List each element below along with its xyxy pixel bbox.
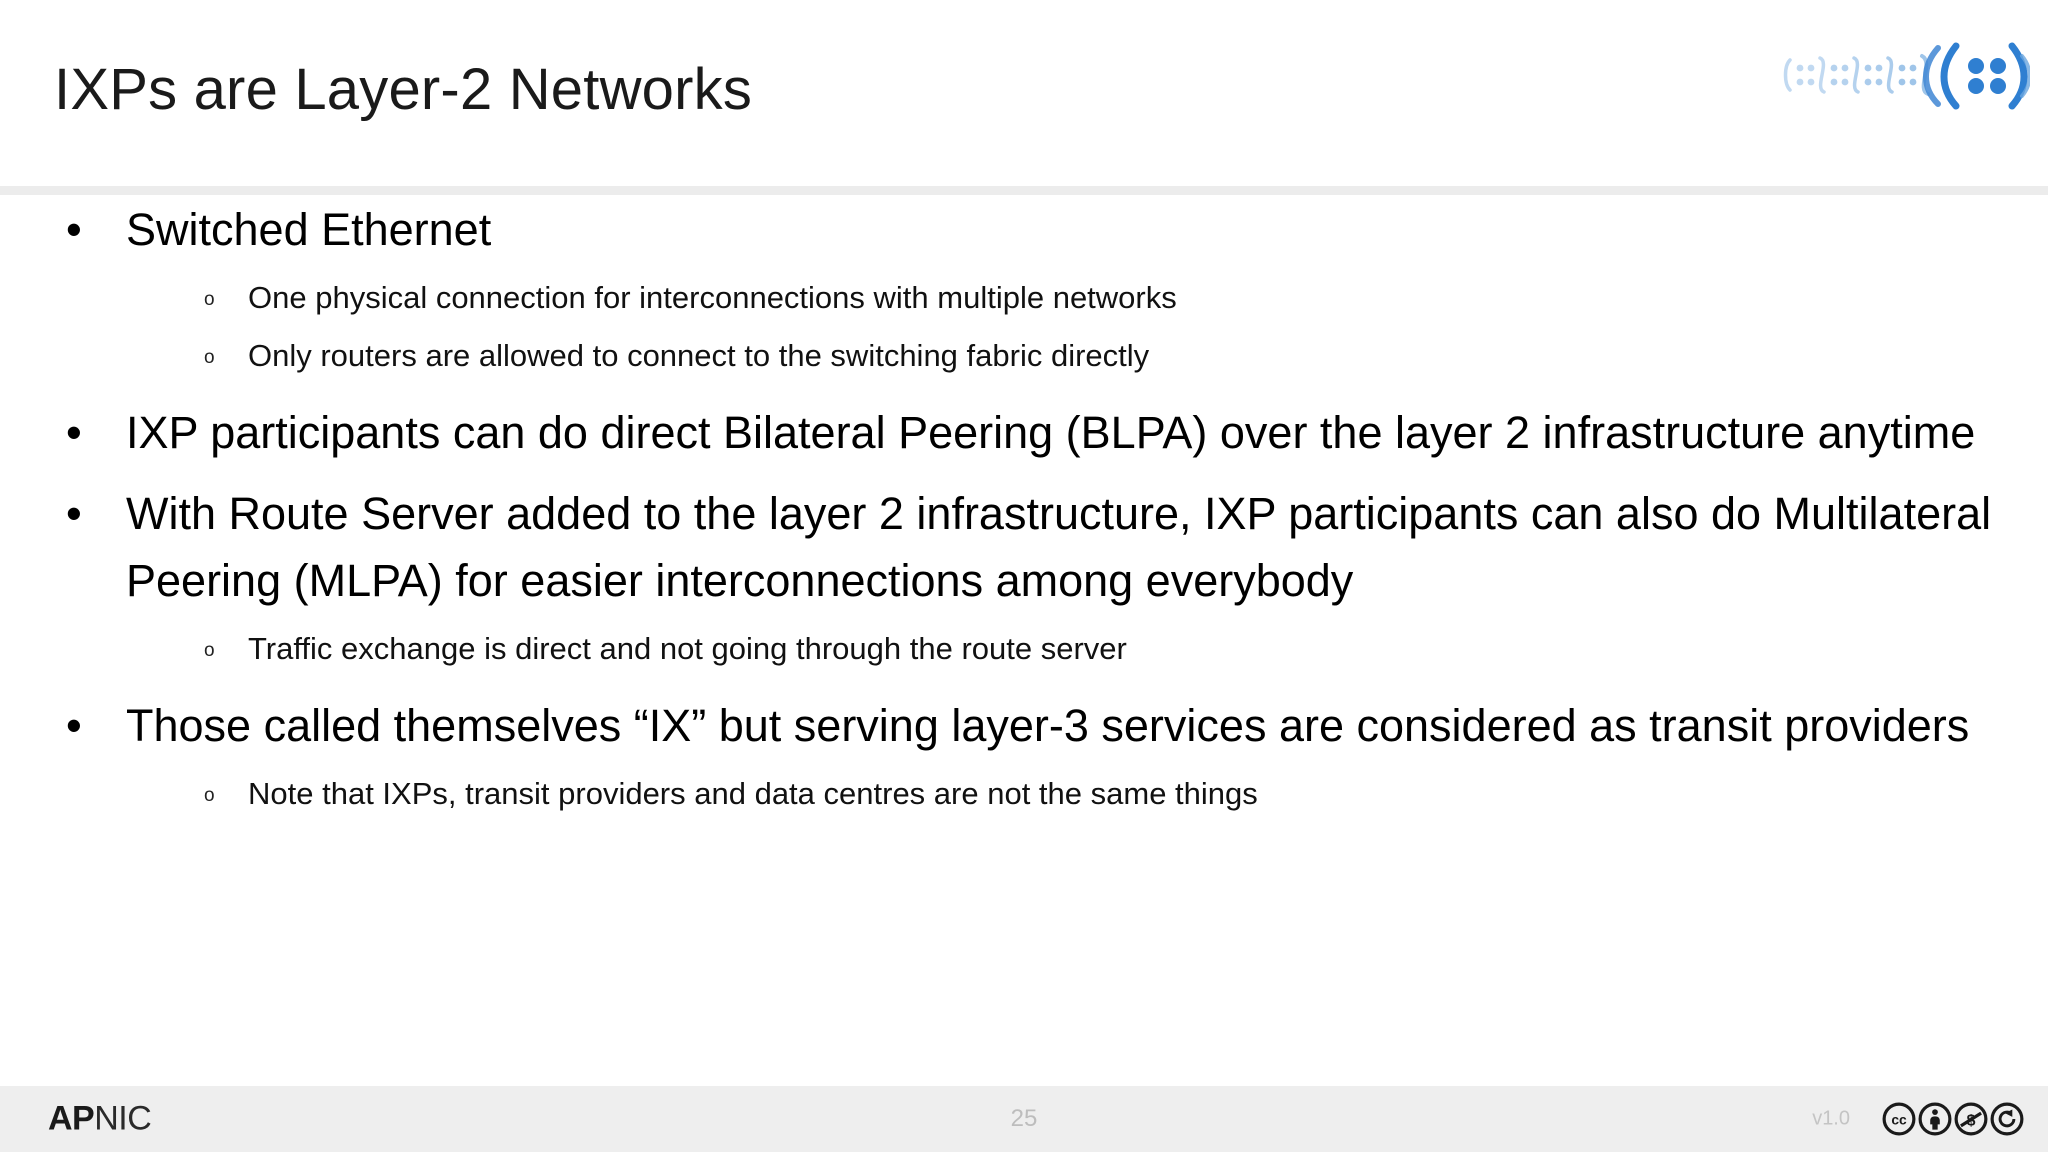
sub-bullet-list: o One physical connection for interconne… xyxy=(126,269,1994,385)
bullet-text: Switched Ethernet xyxy=(126,204,492,255)
slide-header: IXPs are Layer-2 Networks xyxy=(0,0,2048,186)
sub-bullet-text: One physical connection for interconnect… xyxy=(248,280,1177,315)
sub-bullet-item: o Note that IXPs, transit providers and … xyxy=(126,765,1994,823)
sub-bullet-text: Note that IXPs, transit providers and da… xyxy=(248,776,1258,811)
sub-bullet-text: Traffic exchange is direct and not going… xyxy=(248,631,1127,666)
bullet-marker: • xyxy=(66,407,82,458)
license-icons: cc $ xyxy=(1882,1102,2024,1136)
page-title: IXPs are Layer-2 Networks xyxy=(54,57,753,122)
sub-bullet-marker: o xyxy=(204,347,215,368)
slide-footer: APNIC 25 v1.0 cc xyxy=(0,1086,2048,1152)
bullet-text: IXP participants can do direct Bilateral… xyxy=(126,407,1976,458)
sub-bullet-text: Only routers are allowed to connect to t… xyxy=(248,338,1150,373)
sub-bullet-marker: o xyxy=(204,640,215,661)
bullet-text: With Route Server added to the layer 2 i… xyxy=(126,488,1992,606)
apnic-dotted-logo-icon xyxy=(1780,36,2032,114)
cc-icon: cc xyxy=(1882,1102,1916,1136)
page-number: 25 xyxy=(1010,1105,1038,1132)
bullet-item: • With Route Server added to the layer 2… xyxy=(54,480,1994,678)
bullet-marker: • xyxy=(66,700,82,751)
sub-bullet-item: o Only routers are allowed to connect to… xyxy=(126,327,1994,385)
version-label: v1.0 xyxy=(1812,1107,1850,1130)
cc-by-icon xyxy=(1918,1102,1952,1136)
header-divider xyxy=(0,186,2048,195)
sub-bullet-list: o Traffic exchange is direct and not goi… xyxy=(126,620,1994,678)
svg-text:cc: cc xyxy=(1891,1111,1907,1127)
sub-bullet-item: o Traffic exchange is direct and not goi… xyxy=(126,620,1994,678)
bullet-text: Those called themselves “IX” but serving… xyxy=(126,700,1970,751)
bullet-item: • Switched Ethernet o One physical conne… xyxy=(54,196,1994,385)
sub-bullet-list: o Note that IXPs, transit providers and … xyxy=(126,765,1994,823)
slide-body: • Switched Ethernet o One physical conne… xyxy=(0,196,2048,1076)
cc-sa-icon xyxy=(1990,1102,2024,1136)
bullet-item: • IXP participants can do direct Bilater… xyxy=(54,399,1994,466)
bullet-marker: • xyxy=(66,204,82,255)
bullet-marker: • xyxy=(66,488,82,539)
sub-bullet-item: o One physical connection for interconne… xyxy=(126,269,1994,327)
bullet-list: • Switched Ethernet o One physical conne… xyxy=(0,196,2048,823)
apnic-wordmark: APNIC xyxy=(48,1099,152,1139)
cc-nc-icon: $ xyxy=(1954,1102,1988,1136)
apnic-wordmark-bold: AP xyxy=(48,1099,95,1138)
sub-bullet-marker: o xyxy=(204,785,215,806)
sub-bullet-marker: o xyxy=(204,289,215,310)
bullet-item: • Those called themselves “IX” but servi… xyxy=(54,692,1994,823)
apnic-wordmark-light: NIC xyxy=(94,1099,152,1138)
